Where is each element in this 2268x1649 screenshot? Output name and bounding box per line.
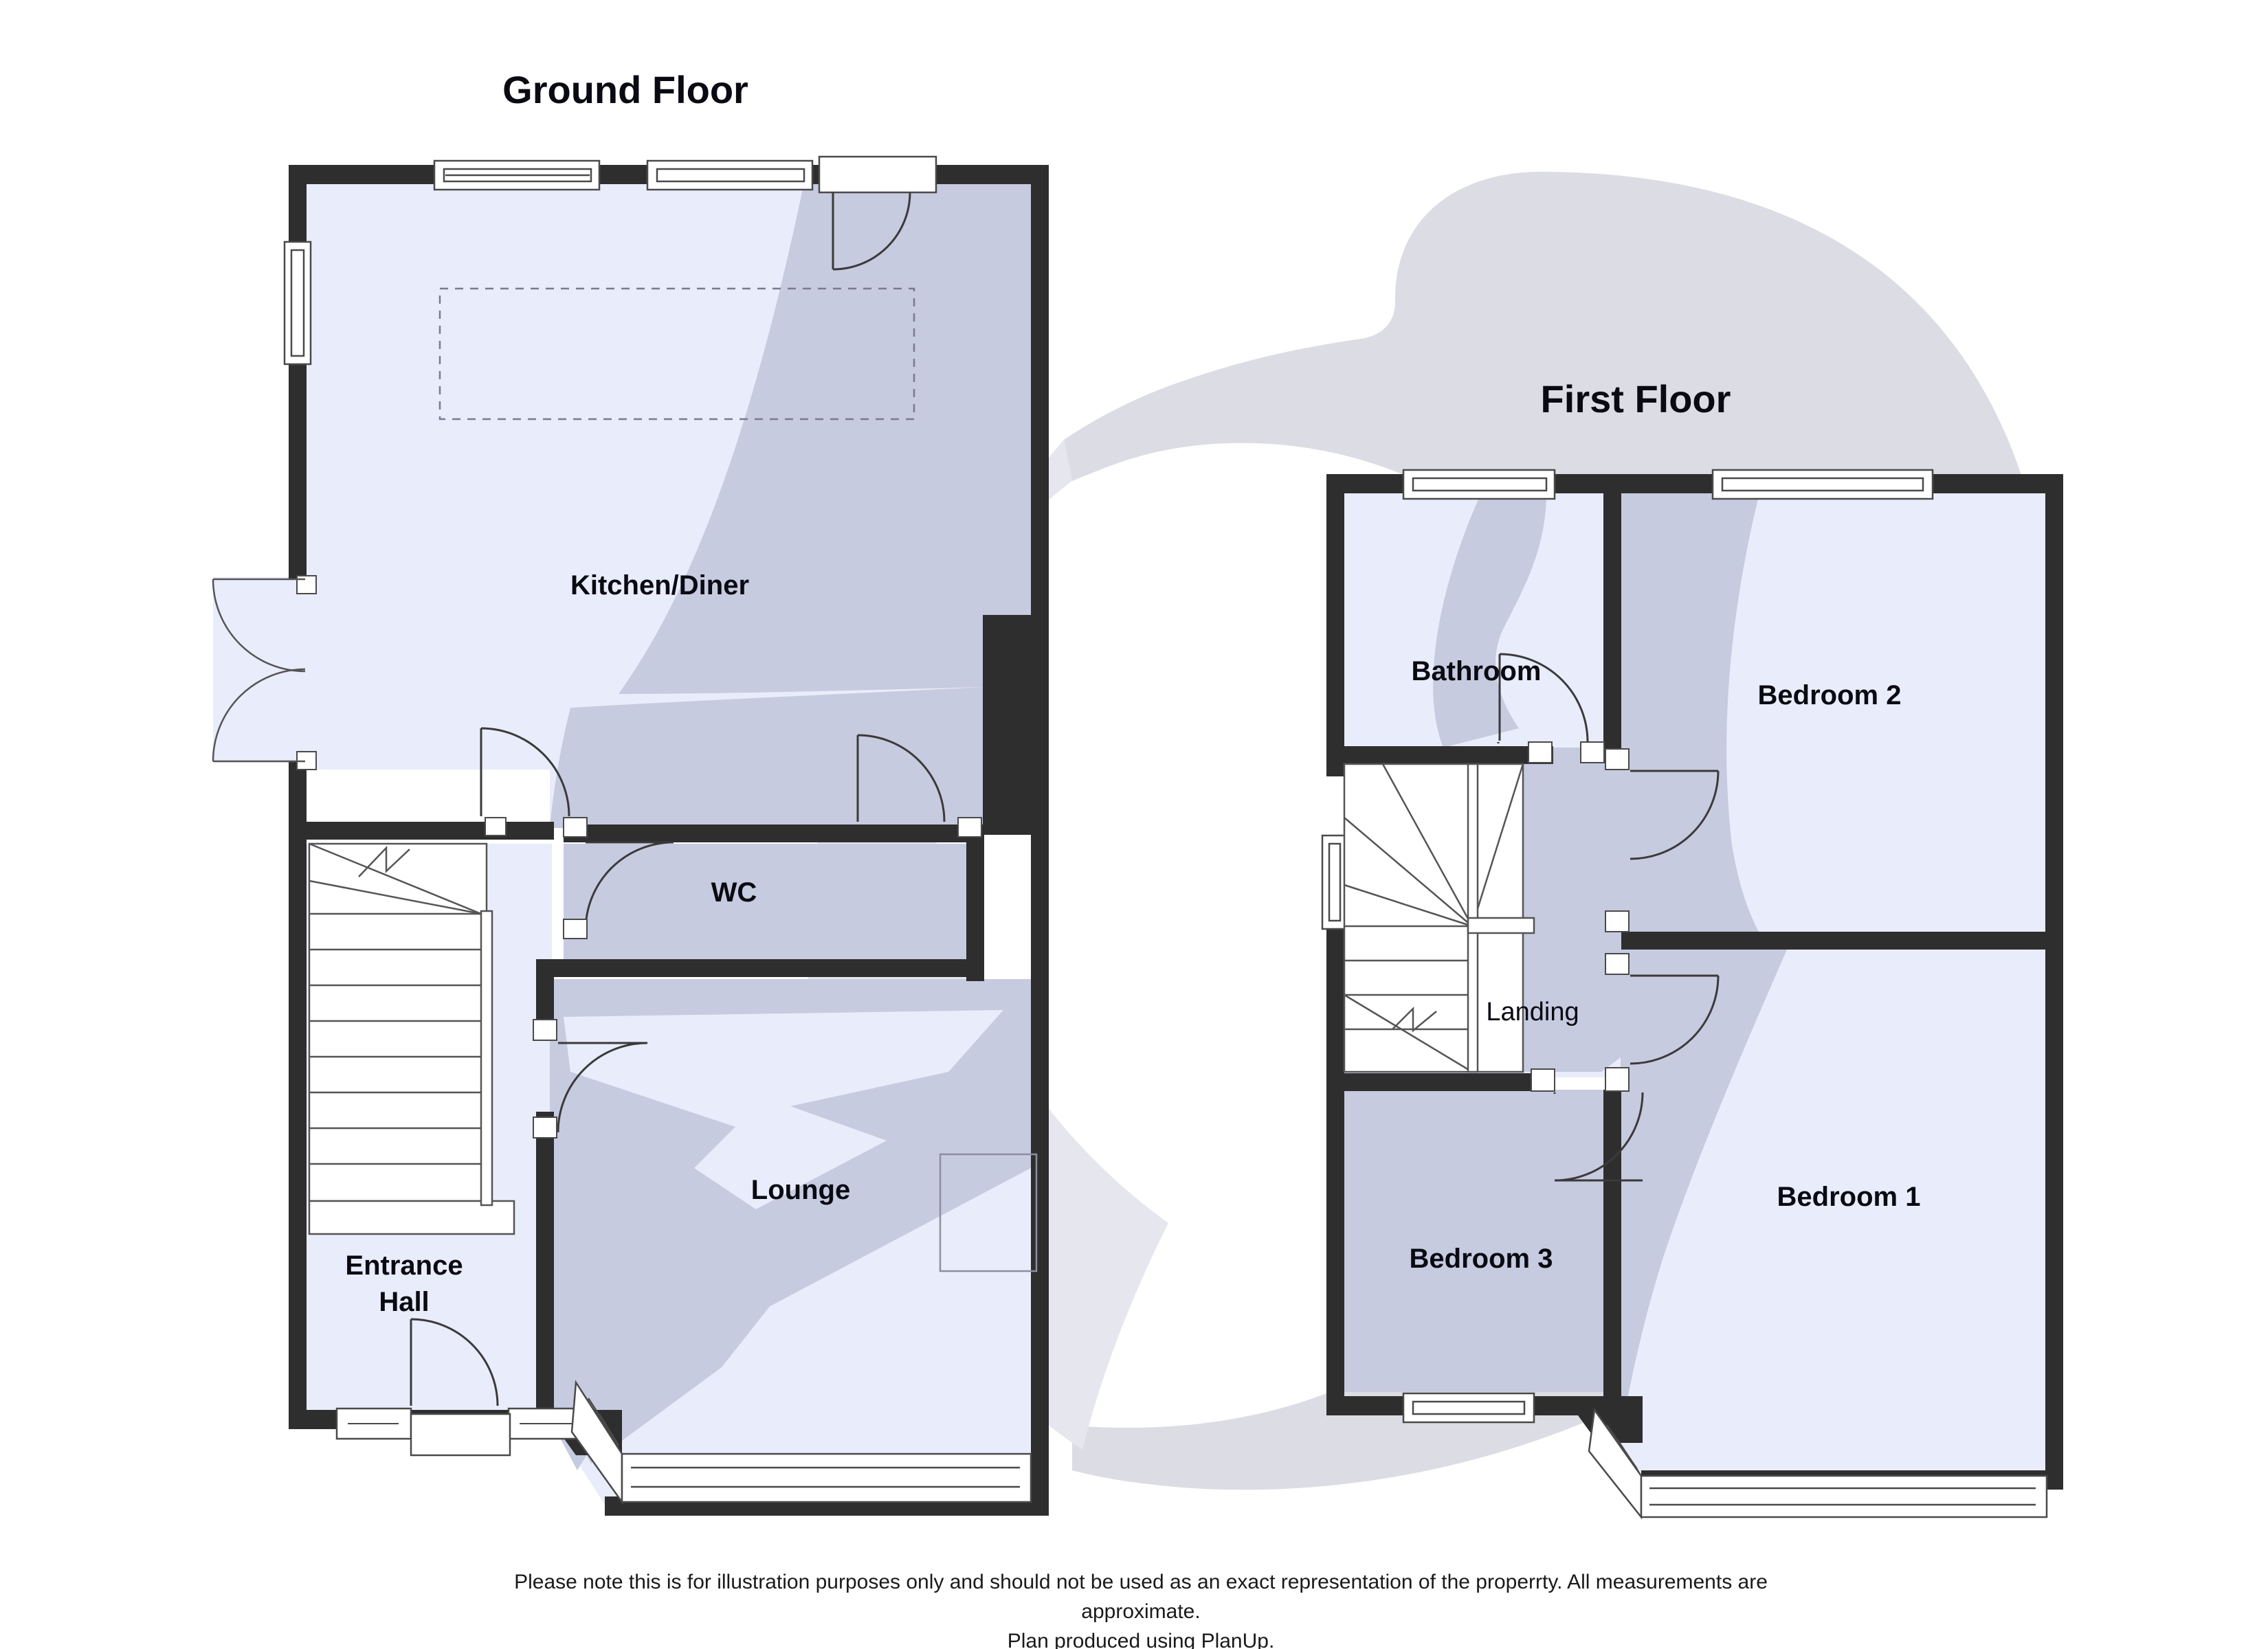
wall-hall-kitchen-divider <box>307 822 554 840</box>
door-ground-french-pair <box>212 575 317 770</box>
window-first-bedroom2 <box>1711 469 1934 500</box>
wall-bathroom-bottom <box>1326 746 1553 764</box>
shade-bedroom2 <box>1621 493 1759 933</box>
footer-disclaimer: Please note this is for illustration pur… <box>514 1571 1768 1649</box>
window-ground-left-tall <box>283 240 312 366</box>
room-label-wc: WC <box>711 877 757 908</box>
ground-floor-shading <box>550 182 1031 1470</box>
footer-line-3: Plan produced using PlanUp. <box>1008 1630 1275 1649</box>
door-wc <box>563 817 674 939</box>
wall-first-left-b <box>1326 893 1344 1415</box>
wall-ground-left-upper <box>289 165 307 242</box>
window-ground-top-1 <box>433 159 601 191</box>
footer-line-1: Please note this is for illustration pur… <box>514 1571 1768 1593</box>
door-ground-kitchen-rear <box>818 155 937 271</box>
room-label-bathroom: Bathroom <box>1412 656 1542 686</box>
shade-bedroom1 <box>1594 950 1787 1436</box>
first-floor-plan: First Floor Bathroom Bedroom 2 Landing B… <box>1321 377 2063 1520</box>
footer-line-2: approximate. <box>1081 1600 1200 1623</box>
wall-bedroom3-top <box>1326 1073 1553 1091</box>
room-label-kitchen-diner: Kitchen/Diner <box>570 570 749 601</box>
wall-first-right <box>2045 474 2063 1477</box>
wall-ground-left-upper-b <box>289 364 307 579</box>
shade-bathroom <box>1433 493 1546 748</box>
wall-bathroom-bed2-divider <box>1603 474 1621 749</box>
shade-kitchen-lower <box>550 687 983 828</box>
lounge-fireplace-recess <box>939 1153 1038 1272</box>
wall-kitchen-right-jamb <box>983 615 1031 835</box>
door-bedroom3 <box>1531 1068 1644 1182</box>
room-label-bedroom3: Bedroom 3 <box>1410 1244 1553 1274</box>
door-bedroom2 <box>1605 748 1720 932</box>
room-label-landing: Landing <box>1486 998 1579 1027</box>
window-ground-top-2 <box>646 159 814 191</box>
wall-wc-top <box>564 824 984 842</box>
wall-ground-right <box>1031 165 1049 1515</box>
door-kitchen-lounge <box>856 734 982 838</box>
stairs-ground <box>308 842 515 1235</box>
first-floor-title: First Floor <box>1541 377 1731 420</box>
shade-lounge-white-wedge <box>564 1010 1003 1209</box>
window-bedroom1-bay <box>1588 1407 2048 1520</box>
wall-first-left <box>1326 474 1344 776</box>
room-label-bedroom1: Bedroom 1 <box>1777 1182 1921 1212</box>
window-first-bedroom3 <box>1402 1392 1535 1424</box>
door-bathroom <box>1497 653 1605 763</box>
ground-floor-plan: Ground Floor Kitchen/Diner WC Lounge Ent… <box>212 68 1049 1516</box>
room-label-bedroom2: Bedroom 2 <box>1758 680 1902 710</box>
wall-ground-left-lower <box>289 761 307 1429</box>
shade-wc <box>564 844 983 961</box>
room-label-entrance-hall-line2: Hall <box>379 1287 429 1317</box>
window-first-stairwell-left <box>1321 834 1348 930</box>
door-hall-kitchen <box>480 727 570 836</box>
room-label-lounge: Lounge <box>751 1175 850 1205</box>
ground-floor-title: Ground Floor <box>502 68 748 111</box>
door-bedroom1 <box>1605 953 1720 1092</box>
window-lounge-bay <box>570 1380 1032 1505</box>
shade-kitchen <box>619 182 1031 694</box>
stairs-first <box>1343 763 1535 1073</box>
room-label-entrance-hall-line1: Entrance <box>345 1250 463 1281</box>
wall-wc-bottom <box>536 959 984 977</box>
shade-bedroom3 <box>1344 1090 1605 1392</box>
wall-wc-right <box>966 824 984 981</box>
window-first-bathroom <box>1402 469 1556 500</box>
wall-wc-bottom-stub <box>536 959 554 1024</box>
door-hall-lounge <box>533 1019 648 1138</box>
wall-hall-lounge-divider <box>536 1112 554 1429</box>
wall-bedroom1-bedroom2-divider <box>1621 932 2047 950</box>
wall-landing-bedrooms-divider <box>1603 1090 1621 1415</box>
